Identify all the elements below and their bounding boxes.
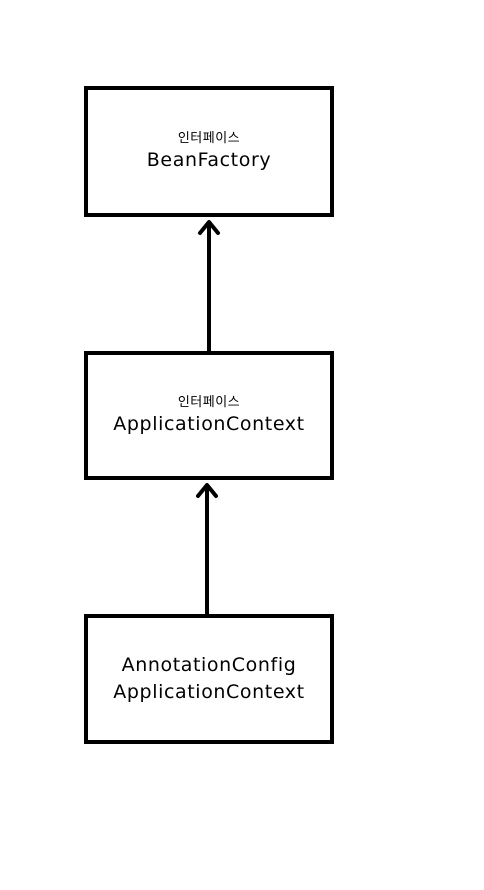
arrow-appcontext-to-beanfactory: [198, 220, 220, 351]
applicationcontext-box: 인터페이스 ApplicationContext: [84, 351, 334, 480]
annotationconfig-name-line1: AnnotationConfig: [121, 654, 297, 676]
beanfactory-name: BeanFactory: [146, 148, 272, 171]
arrow-head-icon: [196, 483, 218, 498]
beanfactory-stereotype: 인터페이스: [177, 130, 241, 146]
annotationconfig-box: AnnotationConfig ApplicationContext: [84, 614, 334, 744]
applicationcontext-stereotype: 인터페이스: [177, 394, 241, 410]
arrow-head-icon: [198, 220, 220, 235]
annotationconfig-name-line2: ApplicationContext: [113, 681, 305, 703]
beanfactory-box: 인터페이스 BeanFactory: [84, 86, 334, 217]
arrow-annotation-to-appcontext: [196, 483, 218, 614]
applicationcontext-name: ApplicationContext: [113, 412, 305, 435]
